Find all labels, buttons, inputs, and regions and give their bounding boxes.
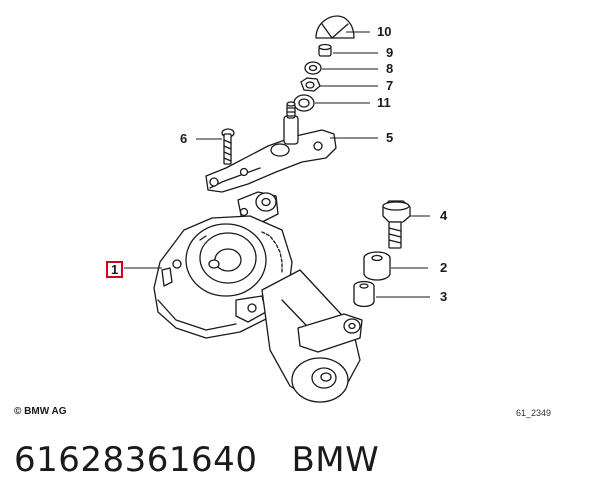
callout-2: 2: [440, 260, 448, 275]
brand-name: BMW: [291, 440, 380, 480]
callout-9: 9: [386, 45, 394, 60]
part-grommet-2: [363, 251, 391, 281]
part-nut-7: [300, 77, 321, 92]
callout-7: 7: [386, 78, 394, 93]
callout-10: 10: [377, 24, 392, 39]
part-ring-11: [293, 94, 315, 112]
part-number: 61628361640: [14, 440, 258, 480]
callout-4: 4: [440, 208, 448, 223]
callout-6: 6: [180, 131, 188, 146]
copyright-notice: © BMW AG: [14, 406, 67, 417]
callout-8: 8: [386, 61, 394, 76]
callout-3: 3: [440, 289, 448, 304]
callout-11: 11: [377, 95, 391, 110]
parts-exploded-diagram: [124, 15, 430, 403]
leader-lines: [124, 31, 430, 298]
part-nut-9: [318, 43, 332, 57]
part-bolt-4: [382, 200, 411, 249]
part-bolt-6: [221, 128, 235, 165]
part-linkage-plate: [205, 101, 337, 193]
callout-5: 5: [386, 130, 394, 145]
part-cap: [315, 15, 355, 39]
part-sleeve-3: [353, 280, 375, 308]
part-caption: 61628361640 BMW: [14, 440, 379, 480]
callout-1-selected[interactable]: 1: [106, 261, 124, 278]
part-washer-8: [304, 61, 322, 75]
drawing-id: 61_2349: [516, 408, 552, 418]
part-motor-assembly: [153, 191, 363, 403]
